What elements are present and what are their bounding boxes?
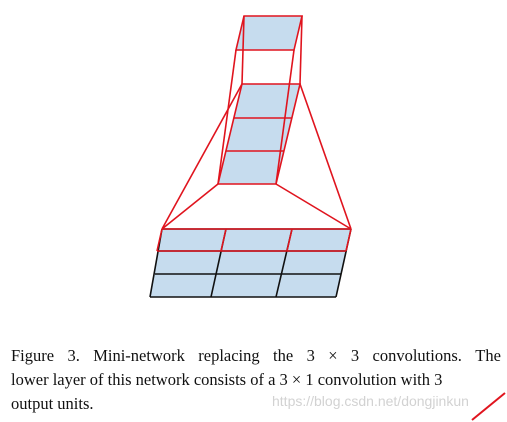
caption-word: 3 (306, 346, 315, 365)
bottom-layer-face (150, 229, 351, 297)
top-output-unit (234, 15, 304, 51)
bottom-3x3-layer (149, 228, 352, 298)
caption-word: × (328, 346, 338, 365)
caption-word: convolutions. (372, 346, 462, 365)
figure-3-mini-network-diagram (149, 15, 352, 298)
red-slash-mark (471, 392, 506, 421)
figure-caption: Figure 3. Mini-network replacing the 3 ×… (11, 344, 501, 416)
caption-word: Mini-network (93, 346, 185, 365)
caption-line-2: lower layer of this network consists of … (11, 370, 443, 389)
frustum-lines (161, 15, 352, 230)
caption-word: the (273, 346, 294, 365)
top-unit-face (236, 16, 302, 50)
caption-word: The (475, 346, 501, 365)
watermark-url: https://blog.csdn.net/dongjinkun (272, 393, 469, 409)
caption-word: 3. (67, 346, 80, 365)
bottom-layer-red-rim (156, 228, 352, 252)
caption-word: 3 (350, 346, 360, 365)
caption-line-1: Figure 3. Mini-network replacing the 3 ×… (11, 344, 501, 368)
caption-line-3: output units. (11, 394, 94, 413)
caption-word: Figure (11, 346, 55, 365)
caption-word: replacing (198, 346, 260, 365)
